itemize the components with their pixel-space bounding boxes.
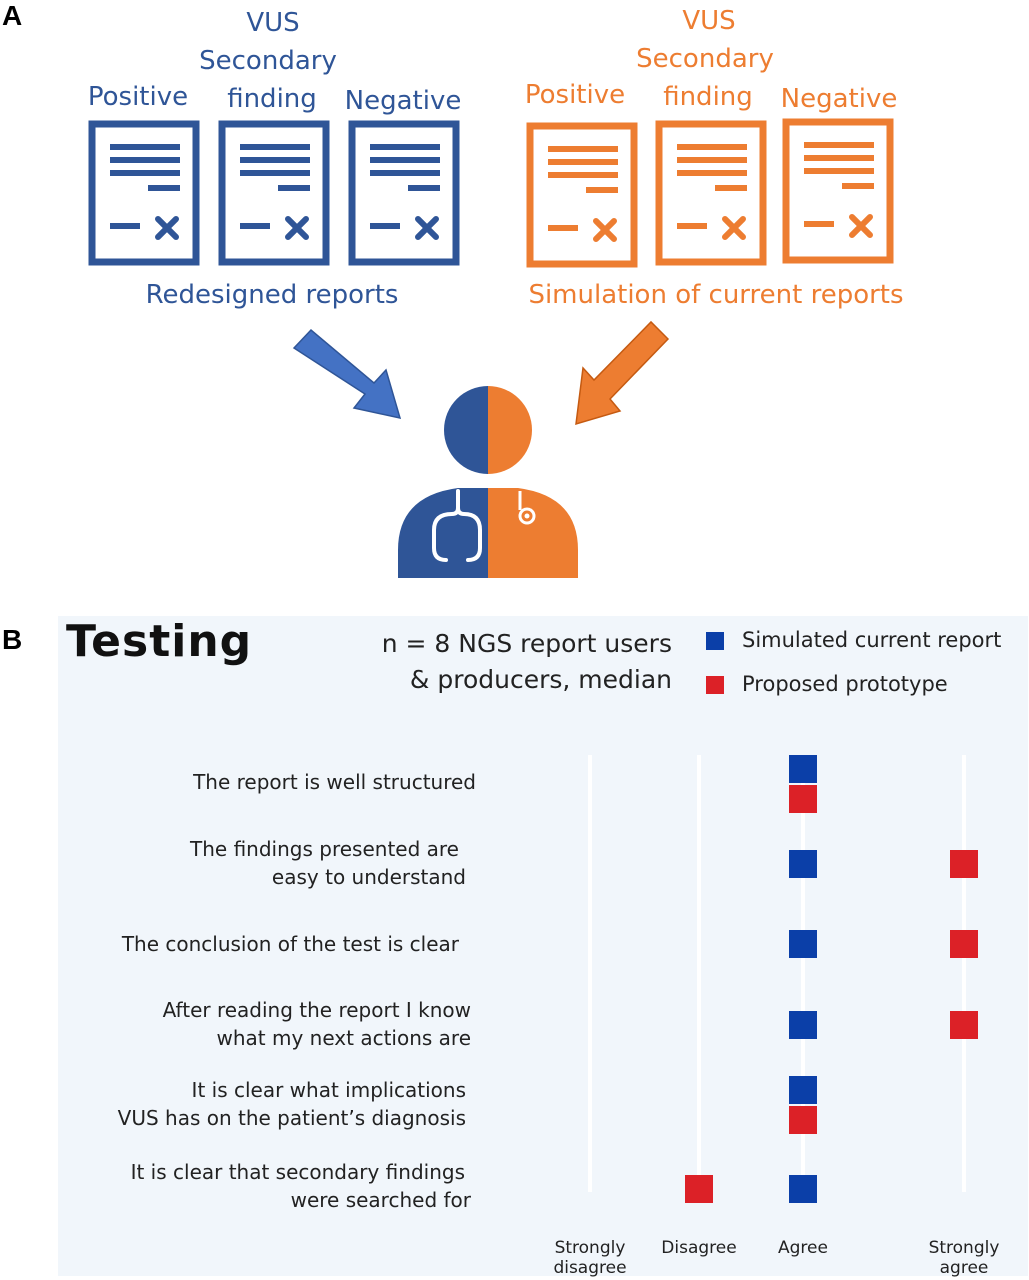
tick-1-line1: Disagree	[661, 1238, 737, 1258]
blue-positive-label: Positive	[87, 82, 189, 112]
question-4-line2: what my next actions are	[216, 1026, 471, 1050]
orange-negative-label: Negative	[780, 84, 898, 114]
current-report-marker-q3	[789, 930, 817, 958]
orange-negative-document-icon	[782, 118, 894, 264]
blue-vus-document-icon	[218, 120, 330, 266]
current-report-marker-q5	[789, 1076, 817, 1104]
blue-arrow-icon	[292, 328, 402, 420]
orange-secondary-label: Secondary	[636, 44, 774, 74]
orange-vus-document-icon	[655, 120, 767, 266]
blue-negative-label: Negative	[344, 86, 462, 116]
question-label-4: After reading the report I know	[163, 996, 471, 1024]
panel-b-background	[58, 616, 1028, 1276]
blue-finding-label: finding	[227, 84, 317, 114]
panel-b-letter: B	[2, 624, 23, 655]
question-label-4b: what my next actions are	[216, 1024, 471, 1052]
orange-vus-label: VUS	[682, 6, 736, 36]
question-6-line2: were searched for	[290, 1188, 471, 1212]
legend: Simulated current report Proposed protot…	[706, 628, 1026, 708]
question-label-6b: were searched for	[291, 1186, 471, 1214]
legend-label-prototype: Proposed prototype	[742, 672, 948, 696]
blue-negative-document-icon	[348, 120, 460, 266]
tick-agree: Agree	[753, 1238, 853, 1258]
orange-positive-label: Positive	[524, 80, 626, 110]
blue-secondary-label: Secondary	[199, 46, 337, 76]
current-report-marker-q6	[789, 1175, 817, 1203]
question-5-line2: VUS has on the patient’s diagnosis	[117, 1106, 466, 1130]
tick-strongly-agree: Strongly agree	[914, 1238, 1014, 1278]
legend-label-current: Simulated current report	[742, 628, 1002, 652]
question-3-line1: The conclusion of the test is clear	[121, 932, 459, 956]
tick-3-line1: Strongly	[928, 1238, 1000, 1258]
orange-positive-document-icon	[526, 122, 638, 268]
question-label-6: It is clear that secondary findings	[131, 1158, 465, 1186]
question-1-line1: The report is well structured	[193, 770, 476, 794]
prototype-marker-q3	[950, 930, 978, 958]
orange-arrow-icon	[575, 320, 670, 426]
question-2-line2: easy to understand	[271, 865, 466, 889]
question-4-line1: After reading the report I know	[162, 998, 471, 1022]
panel-a-letter: A	[2, 0, 23, 31]
redesigned-reports-caption: Redesigned reports	[145, 280, 399, 310]
tick-0-line2: disagree	[553, 1258, 627, 1278]
tick-3-line2: agree	[939, 1258, 989, 1278]
question-label-5: It is clear what implications	[192, 1076, 466, 1104]
prototype-marker-q2	[950, 850, 978, 878]
question-5-line1: It is clear what implications	[191, 1078, 466, 1102]
legend-swatch-current	[706, 632, 724, 650]
sample-info: n = 8 NGS report users & producers, medi…	[300, 626, 672, 698]
prototype-marker-q5	[789, 1106, 817, 1134]
blue-vus-label: VUS	[246, 8, 300, 38]
doctor-icon	[398, 386, 578, 578]
question-label-2: The findings presented are	[190, 835, 459, 863]
orange-finding-label: finding	[663, 82, 753, 112]
question-6-line1: It is clear that secondary findings	[130, 1160, 465, 1184]
blue-positive-document-icon	[88, 120, 200, 266]
report-documents-graphic	[88, 118, 894, 578]
prototype-marker-q1	[789, 785, 817, 813]
question-label-5b: VUS has on the patient’s diagnosis	[118, 1104, 466, 1132]
tick-0-line1: Strongly	[554, 1238, 626, 1258]
question-2-line1: The findings presented are	[190, 837, 459, 861]
tick-2-line1: Agree	[778, 1238, 828, 1258]
sample-info-line1: n = 8 NGS report users	[381, 629, 672, 658]
legend-swatch-prototype	[706, 676, 724, 694]
tick-strongly-disagree: Strongly disagree	[540, 1238, 640, 1278]
prototype-marker-q6	[685, 1175, 713, 1203]
question-label-1: The report is well structured	[193, 768, 476, 796]
tick-disagree: Disagree	[649, 1238, 749, 1258]
testing-title: Testing	[66, 616, 253, 667]
current-report-marker-q4	[789, 1011, 817, 1039]
current-report-marker-q2	[789, 850, 817, 878]
current-reports-caption: Simulation of current reports	[528, 280, 904, 310]
current-report-marker-q1	[789, 755, 817, 783]
question-label-2b: easy to understand	[272, 863, 466, 891]
sample-info-line2: & producers, median	[409, 665, 672, 694]
question-label-3: The conclusion of the test is clear	[122, 930, 459, 958]
prototype-marker-q4	[950, 1011, 978, 1039]
